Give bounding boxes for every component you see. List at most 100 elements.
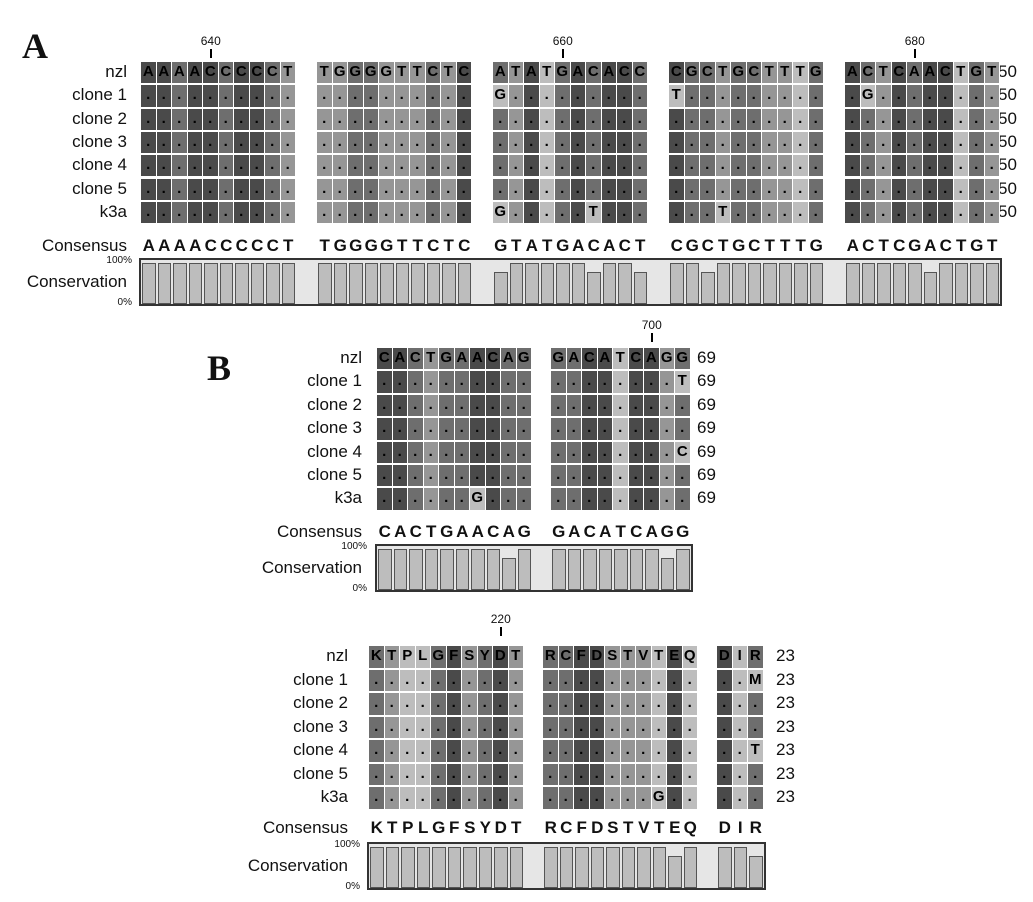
sequence-cell: .	[746, 201, 762, 225]
sequence-cell: G	[808, 62, 824, 85]
sequence-cell: G	[675, 348, 691, 371]
consensus-letter: S	[607, 818, 619, 837]
sequence-cell: D	[493, 646, 509, 669]
sequence-cell: .	[423, 441, 439, 464]
sequence-cell: .	[651, 693, 667, 716]
conservation-bar	[683, 847, 697, 888]
sequence-cell: .	[249, 155, 265, 178]
sequence-cell: .	[454, 465, 470, 488]
sequence-cell: T	[715, 62, 731, 85]
conservation-bar	[733, 847, 747, 888]
conservation-bar	[809, 263, 823, 304]
sequence-cell: .	[808, 155, 824, 178]
sequence-cell: .	[379, 131, 395, 155]
position-tick-label: 660	[552, 34, 573, 48]
consensus-letter: C	[587, 236, 600, 255]
consensus-letter: C	[458, 236, 471, 255]
consensus-letter: C	[560, 818, 573, 837]
sequence-cell: .	[667, 716, 683, 739]
sequence-cell: .	[876, 85, 892, 108]
sequence-cell: .	[439, 488, 455, 511]
sequence-cell: .	[762, 155, 778, 178]
sequence-cell: .	[317, 85, 333, 108]
sequence-cell: .	[280, 85, 296, 108]
sequence-cell: .	[632, 201, 648, 225]
sequence-cell: .	[682, 763, 698, 786]
conservation-bar	[633, 272, 647, 304]
sequence-cell: .	[732, 763, 748, 786]
sequence-cell: .	[524, 155, 540, 178]
sequence-cell: .	[793, 201, 809, 225]
row-label: clone 5	[293, 763, 348, 783]
sequence-cell: .	[667, 787, 683, 810]
consensus-letter: G	[732, 236, 746, 255]
sequence-cell: .	[470, 418, 486, 441]
sequence-cell: T	[586, 201, 602, 225]
conservation-bar	[670, 263, 684, 304]
conservation-bar	[463, 847, 477, 888]
sequence-cell: .	[439, 465, 455, 488]
sequence-cell: G	[470, 488, 486, 511]
sequence-cell: T	[317, 62, 333, 85]
sequence-cell: .	[543, 740, 559, 763]
conservation-bar	[502, 558, 516, 590]
sequence-cell: .	[392, 394, 408, 418]
conservation-bar	[908, 263, 922, 304]
position-tick-label: 640	[200, 34, 221, 48]
sequence-cell: G	[348, 62, 364, 85]
conservation-bar	[471, 549, 485, 590]
sequence-cell: .	[748, 787, 764, 810]
sequence-cell: A	[922, 62, 938, 85]
sequence-cell: .	[586, 108, 602, 131]
sequence-cell: .	[984, 201, 1000, 225]
conservation-bar	[749, 856, 763, 888]
conservation-bar	[718, 847, 732, 888]
sequence-cell: .	[651, 740, 667, 763]
sequence-cell: .	[203, 108, 219, 131]
consensus-letter: C	[378, 522, 391, 541]
sequence-cell: .	[439, 371, 455, 394]
sequence-cell: .	[332, 131, 348, 155]
consensus-letter: A	[568, 522, 581, 541]
conservation-bar	[544, 847, 558, 888]
sequence-cell: .	[969, 131, 985, 155]
consensus-letter: C	[204, 236, 217, 255]
sequence-cell: .	[485, 441, 501, 464]
sequence-cell: .	[156, 178, 172, 201]
conservation-label: Conservation	[247, 856, 348, 875]
conservation-bar	[494, 272, 508, 304]
sequence-cell: .	[187, 155, 203, 178]
sequence-cell: A	[845, 62, 861, 85]
sequence-cell: .	[249, 108, 265, 131]
consensus-letter: G	[349, 236, 363, 255]
sequence-cell: .	[632, 131, 648, 155]
sequence-cell: .	[636, 787, 652, 810]
sequence-cell: .	[218, 201, 234, 225]
conservation-bar	[732, 263, 746, 304]
sequence-cell: A	[501, 348, 517, 371]
sequence-cell: .	[793, 155, 809, 178]
sequence-cell: .	[456, 85, 472, 108]
sequence-cell: .	[793, 131, 809, 155]
sequence-cell: .	[439, 418, 455, 441]
sequence-cell: .	[675, 394, 691, 418]
sequence-cell: G	[731, 62, 747, 85]
consensus-letter: C	[893, 236, 906, 255]
sequence-cell: T	[280, 62, 296, 85]
consensus-letter: G	[676, 522, 690, 541]
sequence-cell: .	[732, 740, 748, 763]
sequence-cell: .	[777, 108, 793, 131]
sequence-cell: .	[651, 669, 667, 692]
sequence-cell: .	[400, 716, 416, 739]
sequence-cell: .	[203, 178, 219, 201]
sequence-cell: .	[317, 131, 333, 155]
sequence-cell: .	[408, 465, 424, 488]
sequence-cell: .	[423, 418, 439, 441]
sequence-cell: .	[659, 441, 675, 464]
sequence-cell: .	[439, 441, 455, 464]
sequence-cell: .	[446, 763, 462, 786]
sequence-cell: .	[156, 85, 172, 108]
sequence-cell: .	[454, 418, 470, 441]
sequence-cell: T	[423, 348, 439, 371]
sequence-cell: .	[891, 201, 907, 225]
